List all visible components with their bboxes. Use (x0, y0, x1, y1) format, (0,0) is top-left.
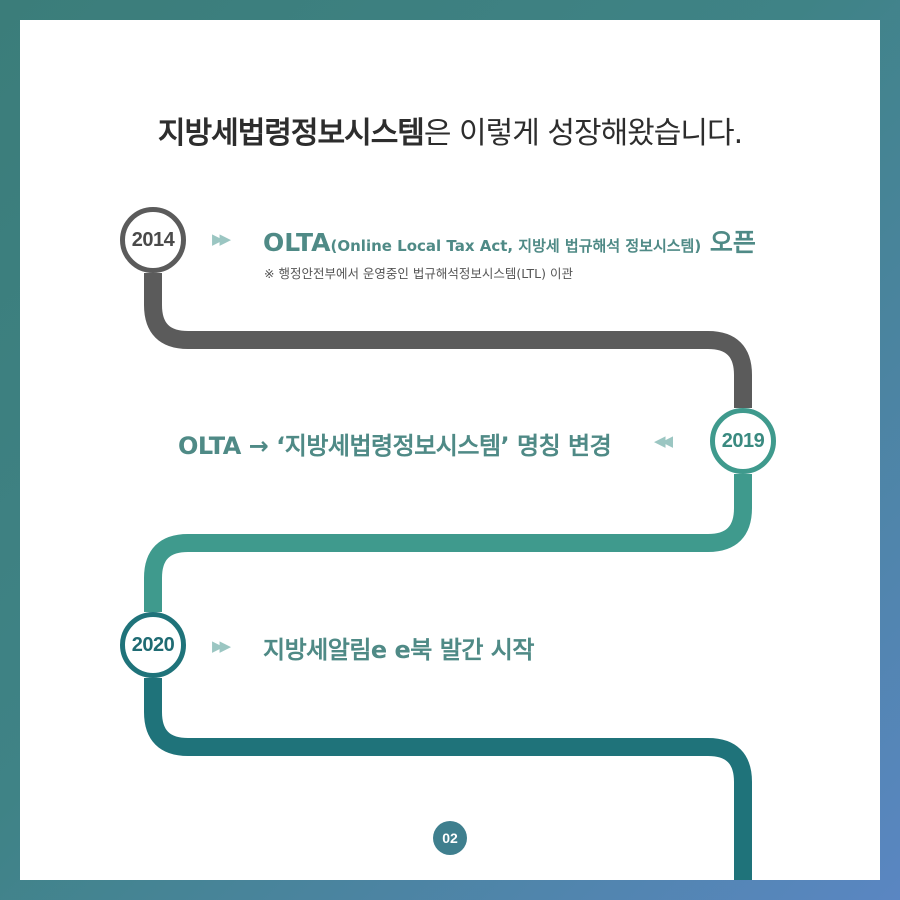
timeline-segment-2020 (144, 678, 752, 880)
double-arrow-right-icon: ▶▶ (212, 230, 231, 248)
event-2014-main: OLTA (263, 228, 331, 257)
event-2014-title: OLTA(Online Local Tax Act, 지방세 법규해석 정보시스… (263, 223, 756, 259)
page-headline: 지방세법령정보시스템은 이렇게 성장해왔습니다. (20, 108, 880, 152)
year-node-2019: 2019 (710, 408, 776, 474)
event-2014-paren: (Online Local Tax Act, 지방세 법규해석 정보시스템) (330, 237, 702, 255)
content-panel: 지방세법령정보시스템은 이렇게 성장해왔습니다. 2014 ▶▶ OLTA(On… (20, 20, 880, 880)
year-node-2020: 2020 (120, 612, 186, 678)
timeline-segment-2019 (144, 474, 752, 612)
year-node-2014: 2014 (120, 207, 186, 273)
event-2019-title: OLTA → ‘지방세법령정보시스템’ 명칭 변경 (178, 432, 612, 460)
page-number-badge: 02 (433, 821, 467, 855)
headline-strong: 지방세법령정보시스템 (157, 116, 425, 151)
timeline-segment-2014 (144, 273, 752, 408)
headline-light: 은 이렇게 성장해왔습니다. (423, 116, 743, 151)
double-arrow-right-icon: ▶▶ (212, 637, 231, 655)
double-arrow-left-icon: ◀◀ (654, 432, 673, 450)
event-2014-tail: 오픈 (701, 228, 756, 257)
timeline-path (144, 273, 752, 880)
event-2020-title: 지방세알림e e북 발간 시작 (263, 636, 534, 664)
event-2014-note: ※ 행정안전부에서 운영중인 법규해석정보시스템(LTL) 이관 (264, 266, 573, 281)
